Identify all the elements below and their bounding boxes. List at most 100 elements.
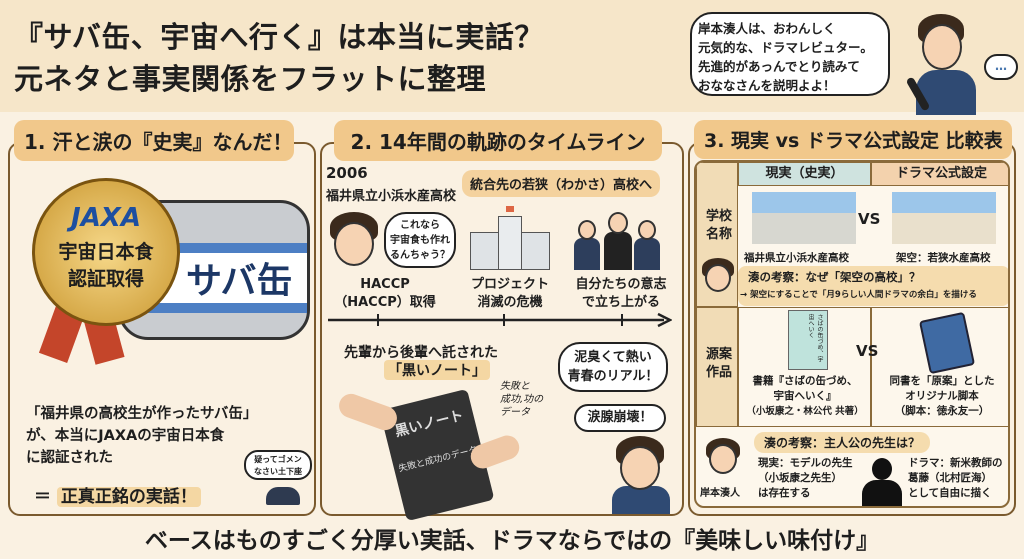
milestone-line: （HACCP）取得 bbox=[334, 295, 436, 310]
comparison-table: 現実（史実） ドラマ公式設定 学校名称 VS 福井県立小浜水産高校 架空：若狭水… bbox=[694, 160, 1010, 508]
milestone: HACCP （HACCP）取得 bbox=[326, 276, 444, 312]
apology-line: 疑ってゴメン bbox=[254, 455, 302, 464]
youth-bubble: 泥臭くて熱い青春のリアル！ bbox=[558, 342, 668, 392]
section1-conclusion: ＝ 正真正銘の実話！ bbox=[34, 482, 201, 507]
merge-bubble: 統合先の若狭（わかさ）高校へ bbox=[462, 170, 661, 197]
bubble-line: 青春のリアル！ bbox=[567, 369, 659, 384]
milestone: プロジェクト消滅の危機 bbox=[460, 276, 560, 312]
vs-label: VS bbox=[858, 210, 881, 228]
insight1-title: 湊の考察：なぜ「架空の高校」？ bbox=[748, 270, 921, 284]
insight-line: 現実：モデルの先生 bbox=[758, 457, 853, 469]
school-building-icon bbox=[470, 206, 550, 270]
page-title-line2: 元ネタと事実関係をフラットに整理 bbox=[14, 62, 487, 96]
source-line: （小坂康之・林公代 共著） bbox=[746, 406, 864, 417]
annotation-line: 失敗と bbox=[500, 381, 530, 392]
insight1-box: 湊の考察：なぜ「架空の高校」？ → 架空にすることで「月9らしい人間ドラマの余白… bbox=[738, 266, 1008, 306]
footer-summary: ベースはものすごく分厚い実話、ドラマならではの『美味しい味付け』 bbox=[144, 528, 880, 554]
note-caption: 先輩から後輩へ託された bbox=[344, 345, 498, 361]
body-line: に認証された bbox=[26, 450, 113, 466]
apology-line: なさい土下座 bbox=[254, 467, 302, 476]
reviewer-face-icon bbox=[706, 438, 740, 474]
source-line: 宇宙へいく』 bbox=[773, 390, 837, 402]
conclusion-text: 正真正銘の実話！ bbox=[56, 487, 201, 507]
reviewer-face-icon bbox=[702, 258, 734, 292]
bubble-line: 泥臭くて熱い bbox=[574, 350, 652, 365]
source-line: 同書を「原案」とした bbox=[889, 375, 995, 387]
equals: ＝ bbox=[34, 487, 51, 507]
source-line: オリジナル脚本 bbox=[905, 390, 979, 402]
student-bubble: これなら宇宙食も作れるんちゃう？ bbox=[384, 212, 456, 268]
notebook-subtitle: 失敗と成功のデータ bbox=[397, 445, 479, 475]
column-header-drama: ドラマ公式設定 bbox=[871, 162, 1008, 186]
milestone-line: 消滅の危機 bbox=[477, 295, 543, 310]
source-drama: 同書を「原案」としたオリジナル脚本 （脚本：徳永友一） bbox=[874, 374, 1008, 419]
speech-line: 元気的な、ドラマレビュター。 bbox=[698, 40, 873, 55]
source-line: （脚本：徳永友一） bbox=[894, 405, 990, 417]
students-group-icon bbox=[572, 210, 662, 270]
cry-bubble: 涙腺崩壊！ bbox=[574, 404, 666, 432]
medal-text: 宇宙日本食 bbox=[58, 241, 154, 263]
label-line: 作品 bbox=[706, 365, 733, 380]
insight-line: は存在する bbox=[758, 487, 811, 499]
real-school-name: 福井県立小浜水産高校 bbox=[744, 252, 849, 264]
notebook-title: 黒いノート bbox=[393, 407, 466, 441]
source-real: 書籍『さばの缶づめ、宇宙へいく』 （小坂康之・林公代 共著） bbox=[740, 374, 870, 419]
section2-heading: 2. 14年間の軌跡のタイムライン bbox=[334, 120, 662, 161]
milestone-line: 自分たちの意志 bbox=[575, 277, 667, 292]
speech-line: 岸本湊人は、おわんしく bbox=[698, 21, 836, 36]
real-school-image bbox=[752, 192, 856, 244]
speech-line: 先進的があっんでとり読みて bbox=[698, 59, 860, 74]
insight2-title: 湊の考察：主人公の先生は？ bbox=[754, 432, 931, 453]
crying-reviewer-icon bbox=[608, 436, 672, 514]
annotation-line: 成功,功の bbox=[500, 394, 544, 405]
milestone-line: HACCP bbox=[360, 277, 410, 292]
milestone-line: プロジェクト bbox=[470, 277, 549, 292]
vs-label: VS bbox=[856, 342, 879, 360]
jaxa-medal: JAXA 宇宙日本食 認証取得 bbox=[32, 178, 180, 326]
bubble-line: 宇宙食も作れ bbox=[390, 235, 450, 246]
apology-bubble: 疑ってゴメンなさい土下座 bbox=[244, 450, 312, 480]
timeline-school: 福井県立小浜水産高校 bbox=[326, 189, 457, 204]
silhouette-icon bbox=[862, 458, 902, 506]
source-line: 書籍『さばの缶づめ、 bbox=[752, 375, 858, 387]
insight-line: （小坂康之先生） bbox=[758, 472, 842, 484]
body-line: が、本当にJAXAの宇宙日本食 bbox=[26, 428, 225, 444]
bowing-person-icon bbox=[266, 487, 300, 505]
insight2-drama: ドラマ：新米教師の葛藤（北村匠海） として自由に描く bbox=[908, 456, 1003, 501]
speech-line: おななさんを説明よよ！ bbox=[698, 78, 836, 93]
column-header-real: 現実（史実） bbox=[738, 162, 871, 186]
reviewer-avatar bbox=[905, 10, 976, 115]
page-title-line1: 『サバ缶、宇宙へ行く』は本当に実話？ bbox=[14, 20, 544, 54]
ellipsis-bubble: … bbox=[984, 54, 1018, 80]
medal-text: 認証取得 bbox=[67, 268, 144, 290]
reviewer-name: 岸本湊人 bbox=[700, 488, 740, 499]
can-label: サバ缶 bbox=[186, 261, 293, 302]
section1-heading: 1. 汗と涙の『史実』なんだ！ bbox=[14, 120, 294, 161]
insight1-body: → 架空にすることで「月9らしい人間ドラマの余白」を描ける bbox=[740, 290, 977, 300]
note-annotation: 失敗と成功,功のデータ bbox=[500, 380, 543, 419]
insight-line: 葛藤（北村匠海） bbox=[908, 472, 992, 484]
bubble-line: るんちゃう？ bbox=[390, 250, 450, 261]
insight2-real: 現実：モデルの先生 （小坂康之先生） は存在する bbox=[758, 456, 853, 501]
label-line: 名称 bbox=[706, 227, 733, 242]
section3-heading: 3. 現実 vs ドラマ公式設定 比較表 bbox=[694, 120, 1012, 159]
drama-school-image bbox=[892, 192, 996, 244]
label-line: 学校 bbox=[706, 209, 733, 224]
body-line: 「福井県の高校生が作ったサバ缶」 bbox=[26, 406, 258, 422]
row-label-source: 源案作品 bbox=[706, 346, 732, 382]
insight-line: ドラマ：新米教師の bbox=[908, 457, 1003, 469]
milestone: 自分たちの意志で立ち上がる bbox=[566, 276, 676, 312]
annotation-line: データ bbox=[500, 407, 530, 418]
timeline-year: 2006 bbox=[326, 164, 368, 182]
student-face-icon bbox=[330, 212, 378, 268]
timeline-arrow bbox=[328, 312, 672, 328]
drama-school-name: 架空：若狭水産高校 bbox=[896, 252, 991, 264]
insight-line: として自由に描く bbox=[908, 487, 992, 499]
section1-body: 「福井県の高校生が作ったサバ缶」 が、本当にJAXAの宇宙日本食 に認証された bbox=[26, 403, 257, 469]
bubble-line: これなら bbox=[400, 220, 440, 231]
milestone-line: で立ち上がる bbox=[581, 295, 660, 310]
book-cover: さばの缶づめ、宇宙へいく bbox=[788, 310, 828, 370]
note-caption-title: 「黒いノート」 bbox=[384, 360, 490, 380]
row-label-school: 学校名称 bbox=[706, 208, 732, 244]
reviewer-speech-bubble: 岸本湊人は、おわんしく 元気的な、ドラマレビュター。 先進的があっんでとり読みて… bbox=[690, 12, 890, 96]
